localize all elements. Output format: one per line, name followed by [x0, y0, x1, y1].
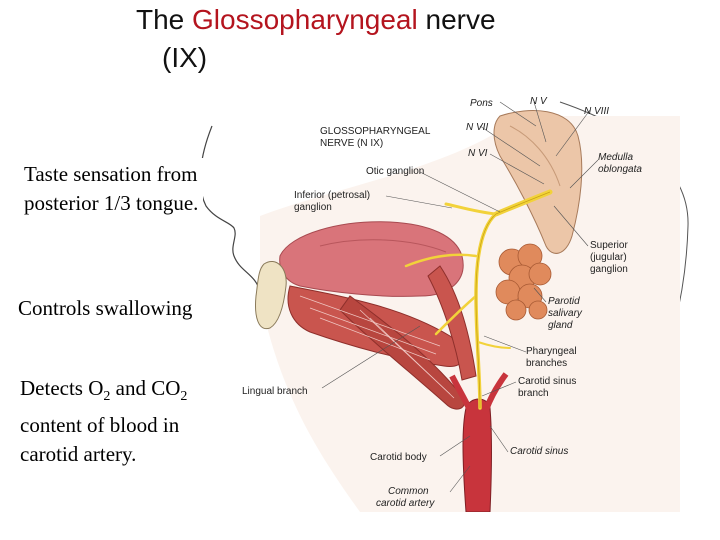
label-pons: Pons	[470, 98, 493, 109]
label-medulla: Medulla oblongata	[598, 152, 642, 176]
label-superior-line3: ganglion	[590, 264, 628, 275]
label-parotid-line2: salivary	[548, 308, 582, 319]
detect-text-2: and CO	[110, 376, 181, 400]
label-carotid-sinus-branch: Carotid sinus branch	[518, 376, 576, 400]
note-controls-swallowing: Controls swallowing	[14, 292, 197, 325]
label-medulla-line1: Medulla	[598, 152, 634, 163]
detect-sub-2: 2	[180, 389, 188, 405]
label-carotid-body: Carotid body	[370, 452, 427, 463]
label-n5: N V	[530, 96, 547, 107]
label-lingual-branch: Lingual branch	[242, 386, 308, 397]
label-pharyngeal-line1: Pharyngeal	[526, 346, 577, 357]
label-pharyngeal-branches: Pharyngeal branches	[526, 346, 577, 370]
label-medulla-line2: oblongata	[598, 164, 642, 175]
detect-sub-1: 2	[103, 389, 111, 405]
title-suffix: nerve	[417, 4, 496, 35]
anatomy-illustration	[200, 101, 689, 512]
label-otic-ganglion: Otic ganglion	[366, 166, 425, 177]
note-detects-gases: Detects O2 and CO2 content of blood in c…	[16, 372, 224, 472]
label-nerve-title: GLOSSOPHARYNGEAL NERVE (N IX)	[320, 126, 430, 150]
slide-title: The Glossopharyngeal nerve	[136, 4, 496, 36]
label-pharyngeal-line2: branches	[526, 358, 568, 369]
label-superior-line2: (jugular)	[590, 252, 627, 263]
note-taste-sensation: Taste sensation from posterior 1/3 tongu…	[20, 158, 203, 220]
slide-title-line2: (IX)	[162, 42, 208, 73]
label-parotid-line1: Parotid	[548, 296, 580, 307]
label-parotid-gland: Parotid salivary gland	[548, 296, 582, 332]
anatomy-figure: Pons N V N VIII GLOSSOPHARYNGEAL NERVE (…	[200, 96, 700, 512]
label-inferior-line1: Inferior (petrosal)	[294, 190, 371, 201]
label-inferior-line2: ganglion	[294, 202, 332, 213]
label-carotid-branch-line2: branch	[518, 388, 549, 399]
label-n8: N VIII	[584, 106, 610, 117]
label-n6: N VI	[468, 148, 488, 159]
detect-text-1: Detects O	[20, 376, 104, 400]
title-prefix: The	[136, 4, 193, 35]
label-n7: N VII	[466, 122, 489, 133]
label-carotid-branch-line1: Carotid sinus	[518, 376, 577, 387]
title-highlight: Glossopharyngeal	[192, 4, 418, 35]
label-nerve-title-line1: GLOSSOPHARYNGEAL	[320, 126, 431, 137]
label-common-carotid: Common carotid artery	[376, 486, 434, 510]
label-nerve-title-line2: NERVE (N IX)	[320, 138, 384, 149]
label-common-line2: carotid artery	[376, 498, 435, 509]
label-parotid-line3: gland	[548, 320, 573, 331]
detect-text-3: content of blood in carotid artery.	[20, 413, 180, 467]
label-superior-line1: Superior	[590, 240, 628, 251]
label-common-line1: Common	[388, 486, 429, 497]
label-inferior-ganglion: Inferior (petrosal) ganglion	[294, 190, 370, 214]
label-superior-ganglion: Superior (jugular) ganglion	[590, 240, 628, 276]
label-carotid-sinus: Carotid sinus	[510, 446, 569, 457]
